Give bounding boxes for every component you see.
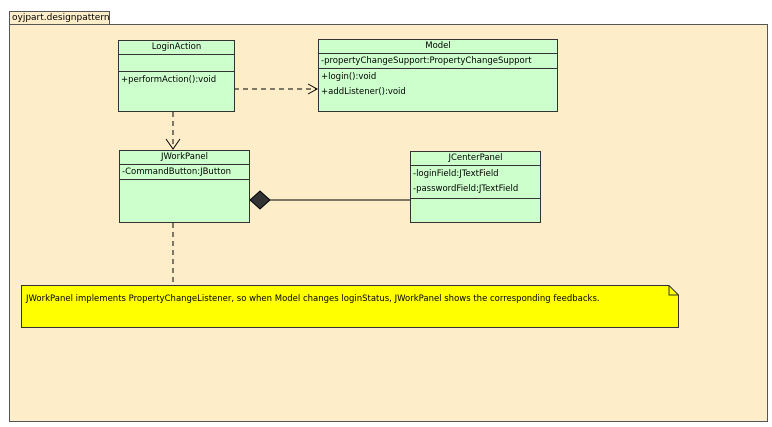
class-jcenterpanel-name: JCenterPanel bbox=[411, 152, 540, 166]
attribute: -loginField:JTextField bbox=[413, 169, 499, 179]
note-shape bbox=[21, 285, 679, 328]
class-model-name: Model bbox=[319, 40, 557, 54]
class-loginaction-operations: +performAction():void bbox=[119, 72, 234, 89]
attribute: -propertyChangeSupport:PropertyChangeSup… bbox=[321, 56, 532, 66]
operation: +login():void bbox=[321, 72, 377, 82]
class-jworkpanel[interactable]: JWorkPanel -CommandButton:JButton bbox=[119, 150, 250, 223]
composition-diamond bbox=[249, 190, 271, 210]
class-jcenterpanel-operations bbox=[411, 199, 540, 201]
note[interactable]: JWorkPanel implements PropertyChangeList… bbox=[21, 285, 679, 328]
operation: +performAction():void bbox=[121, 75, 217, 85]
class-model-attributes: -propertyChangeSupport:PropertyChangeSup… bbox=[319, 54, 557, 69]
operation: +addListener():void bbox=[321, 87, 406, 97]
note-text: JWorkPanel implements PropertyChangeList… bbox=[26, 294, 600, 304]
dependency-login-jworkpanel-arrowhead bbox=[165, 138, 181, 150]
class-jcenterpanel[interactable]: JCenterPanel -loginField:JTextField -pas… bbox=[410, 151, 541, 223]
class-jworkpanel-name: JWorkPanel bbox=[120, 151, 249, 165]
package-name: oyjpart.designpattern bbox=[12, 13, 110, 23]
class-jworkpanel-operations bbox=[120, 180, 249, 222]
class-loginaction[interactable]: LoginAction +performAction():void bbox=[118, 40, 235, 112]
attribute: -passwordField:JTextField bbox=[413, 184, 519, 194]
dependency-login-model-arrowhead bbox=[307, 83, 319, 95]
class-jworkpanel-attributes: -CommandButton:JButton bbox=[120, 165, 249, 180]
package-tab: oyjpart.designpattern bbox=[9, 11, 110, 25]
class-jcenterpanel-attributes: -loginField:JTextField -passwordField:JT… bbox=[411, 166, 540, 199]
class-model[interactable]: Model -propertyChangeSupport:PropertyCha… bbox=[318, 39, 558, 112]
class-loginaction-attributes bbox=[119, 55, 234, 72]
class-model-operations: +login():void +addListener():void bbox=[319, 69, 557, 101]
attribute: -CommandButton:JButton bbox=[122, 167, 232, 177]
class-loginaction-name: LoginAction bbox=[119, 41, 234, 55]
